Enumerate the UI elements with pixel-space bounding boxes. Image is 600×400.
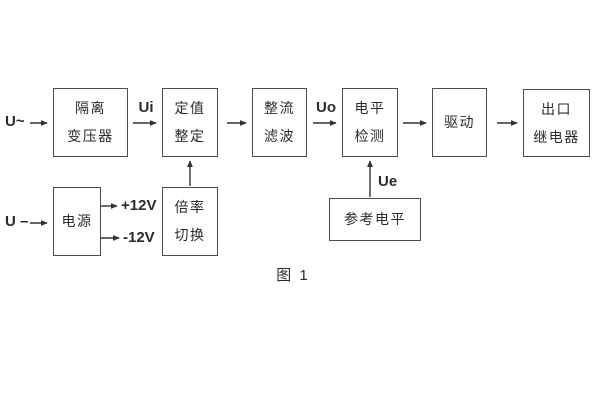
signal-label-ac-input: U~ [5,113,25,130]
block-label: 出口 [541,100,572,117]
block-level-detection: 电平 检测 [342,88,398,157]
signal-label-plus-12v: +12V [121,197,157,214]
signal-label-minus-12v: -12V [123,229,155,246]
signal-label-ui: Ui [138,99,154,116]
block-label: 整定 [174,128,206,144]
signal-label-ue: Ue [378,173,398,190]
block-value-setting: 定值 整定 [162,88,218,157]
block-label: 隔离 [75,100,106,116]
signal-label-dc-input: U – [5,213,29,230]
block-label: 定值 [174,100,206,116]
block-ratio-switch: 倍率 切换 [162,187,218,256]
block-rectify-filter: 整流 滤波 [252,88,307,157]
block-drive: 驱动 [432,88,487,157]
block-reference-level: 参考电平 [329,198,421,241]
block-label: 切换 [174,227,206,243]
block-label: 继电器 [533,128,580,145]
figure-caption: 图 1 [276,267,310,284]
block-label: 变压器 [67,128,114,144]
block-label: 检测 [354,128,386,144]
block-label: 电源 [61,213,93,229]
signal-label-uo: Uo [316,99,336,116]
block-label: 参考电平 [344,211,406,227]
block-label: 整流 [264,100,295,116]
block-output-relay: 出口 继电器 [523,89,590,157]
block-label: 驱动 [444,114,475,130]
block-label: 倍率 [174,199,206,215]
block-label: 滤波 [264,128,295,144]
block-label: 电平 [354,100,386,116]
block-power-supply: 电源 [53,187,101,256]
block-isolation-transformer: 隔离 变压器 [53,88,128,157]
